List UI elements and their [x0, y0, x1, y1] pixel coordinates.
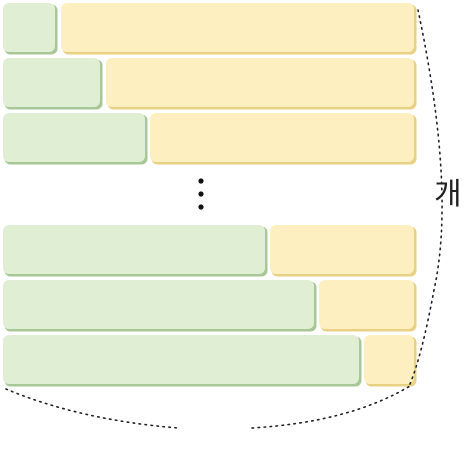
bottom-dotted-brace-right [251, 385, 411, 429]
count-label: 개 [434, 177, 462, 212]
row-6-green-bar [3, 335, 362, 387]
row-3-yellow-bar [150, 113, 417, 165]
row-6-yellow-bar-fill [364, 335, 414, 384]
row-3-green-bar [3, 113, 148, 165]
row-4-green-bar-fill [3, 225, 265, 274]
row-5-green-bar [3, 280, 317, 332]
row-4-yellow-bar-fill [270, 225, 414, 274]
bottom-dotted-brace-left [5, 388, 179, 429]
row-1-yellow-bar [61, 3, 417, 55]
row-3-yellow-bar-fill [150, 113, 414, 162]
row-5-yellow-bar-fill [319, 280, 414, 329]
row-2-green-bar-fill [3, 58, 100, 107]
right-dotted-brace [409, 9, 443, 385]
row-1-green-bar-fill [3, 3, 55, 52]
row-2-yellow-bar-fill [106, 58, 414, 107]
vertical-ellipsis [198, 178, 204, 210]
bar-rows [3, 3, 417, 387]
row-1-green-bar [3, 3, 58, 55]
row-2-green-bar [3, 58, 103, 110]
row-6-green-bar-fill [3, 335, 359, 384]
row-6-yellow-bar [364, 335, 417, 387]
row-5-green-bar-fill [3, 280, 314, 329]
row-1-yellow-bar-fill [61, 3, 414, 52]
row-5-yellow-bar [319, 280, 417, 332]
row-4-green-bar [3, 225, 268, 277]
row-3-green-bar-fill [3, 113, 145, 162]
row-4-yellow-bar [270, 225, 417, 277]
row-2-yellow-bar [106, 58, 417, 110]
